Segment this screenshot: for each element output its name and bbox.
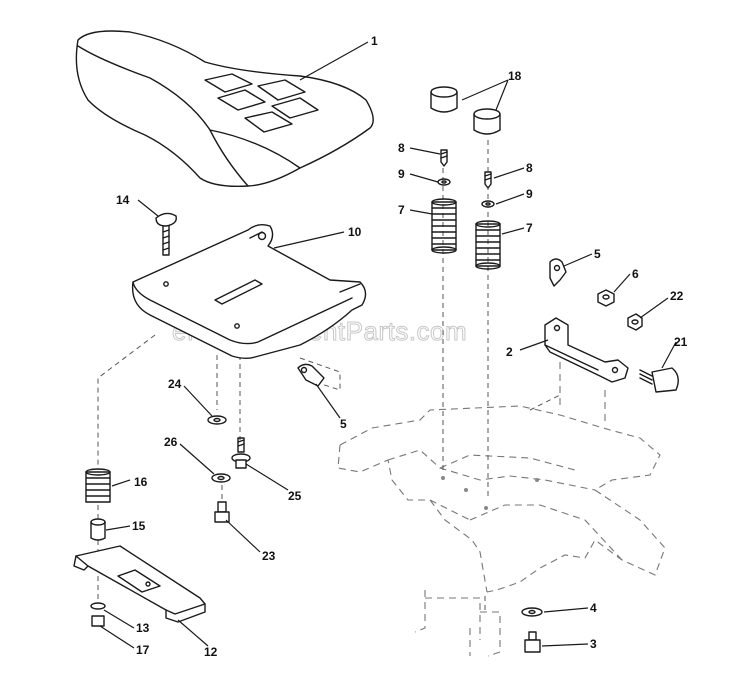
callout-5b: 5 [340, 417, 347, 431]
callout-25: 25 [288, 489, 302, 503]
bolt-part-23 [214, 501, 230, 523]
spring-part-7a [431, 198, 457, 254]
bumper-part-18b [473, 108, 501, 135]
washer-part-9a [437, 178, 451, 186]
washer-part-9b [481, 200, 495, 208]
callout-21: 21 [674, 335, 688, 349]
callout-9a: 9 [398, 167, 405, 181]
spring-part-7b [475, 220, 501, 270]
callout-8b: 8 [526, 161, 533, 175]
latch-part-5b [297, 363, 325, 387]
nut-part-6 [597, 289, 615, 307]
leader-lines [99, 41, 677, 649]
carriage-bolt-part-14 [155, 212, 177, 256]
slide-plate-part-12 [73, 545, 206, 623]
callout-17: 17 [136, 643, 150, 657]
callout-7a: 7 [398, 203, 405, 217]
bolt-part-25 [231, 437, 251, 469]
bolt-part-17 [91, 615, 105, 627]
nut-part-22 [627, 313, 643, 331]
bolt-part-3 [524, 631, 541, 653]
mower-frame-outline [337, 350, 666, 657]
callout-6: 6 [632, 267, 639, 281]
callout-13: 13 [136, 621, 150, 635]
callout-18: 18 [508, 69, 522, 83]
callout-1: 1 [371, 34, 378, 48]
seat-part-1 [75, 30, 374, 188]
callout-labels: 1 18 8 9 7 8 9 7 14 10 5 6 22 2 21 5 24 … [116, 34, 688, 659]
alignment-lines [97, 140, 561, 610]
callout-26: 26 [164, 435, 178, 449]
washer-part-4 [521, 607, 543, 617]
bolt-part-8b [484, 171, 492, 189]
callout-8a: 8 [398, 141, 405, 155]
latch-part-5a [549, 258, 567, 287]
callout-10: 10 [348, 225, 362, 239]
bolt-part-8a [440, 149, 448, 167]
callout-24: 24 [168, 377, 182, 391]
callout-16: 16 [134, 475, 148, 489]
callout-14: 14 [116, 193, 130, 207]
spacer-part-15 [90, 518, 106, 541]
callout-4: 4 [590, 601, 597, 615]
callout-3: 3 [590, 637, 597, 651]
washer-part-13 [90, 602, 106, 610]
knob-part-21 [639, 367, 679, 393]
spring-part-16 [85, 468, 111, 503]
washer-part-26 [211, 473, 231, 483]
callout-9b: 9 [526, 187, 533, 201]
seat-pan-part-10 [131, 223, 367, 359]
bumper-part-18a [430, 86, 458, 113]
callout-7b: 7 [526, 221, 533, 235]
bracket-part-2 [544, 317, 629, 383]
callout-12: 12 [204, 645, 218, 659]
callout-5a: 5 [594, 247, 601, 261]
callout-23: 23 [262, 549, 276, 563]
callout-15: 15 [132, 519, 146, 533]
callout-22: 22 [670, 289, 684, 303]
callout-2: 2 [506, 345, 513, 359]
washer-part-24 [207, 415, 227, 425]
